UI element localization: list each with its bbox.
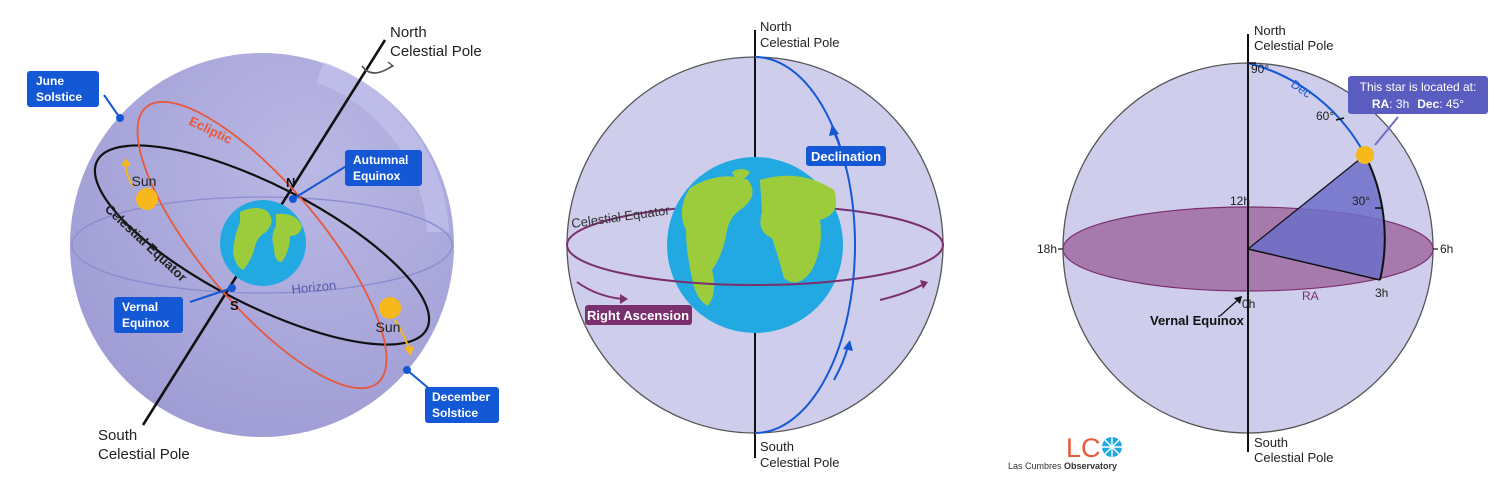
vernal-equinox-box: Vernal Equinox: [114, 297, 183, 333]
svg-text:June: June: [36, 74, 64, 88]
svg-text:Equinox: Equinox: [353, 169, 401, 183]
north-celestial-pole-label: North Celestial Pole: [760, 19, 840, 50]
panel-equatorial-coordinates: Celestial Equator Declination Right Asce…: [566, 19, 944, 470]
svg-text:Equinox: Equinox: [122, 316, 170, 330]
december-solstice-box: December Solstice: [425, 387, 499, 423]
north-celestial-pole-label: North Celestial Pole: [390, 24, 482, 60]
svg-text:Autumnal: Autumnal: [353, 153, 408, 167]
degree-60-label: 60°: [1316, 109, 1334, 123]
svg-text:Vernal: Vernal: [122, 300, 158, 314]
coordinate-wedge: [1248, 155, 1385, 280]
svg-text:Solstice: Solstice: [36, 90, 82, 104]
star-icon: [1356, 146, 1374, 164]
earth-large: [667, 157, 843, 333]
horizon-ellipse: [71, 196, 453, 294]
hour-0-label: 0h: [1242, 297, 1255, 311]
degree-30-label: 30°: [1352, 194, 1370, 208]
svg-text:Declination: Declination: [811, 149, 881, 164]
logo-mark: LC: [1066, 433, 1101, 463]
n-marker: N: [286, 175, 295, 190]
autumnal-equinox-box: Autumnal Equinox: [345, 150, 422, 186]
right-ascension-box: Right Ascension: [585, 305, 692, 325]
horizon-label: Horizon: [291, 277, 337, 297]
sun-label: Sun: [132, 173, 157, 189]
lco-logo: LC Las Cumbres Observatory: [1008, 433, 1122, 471]
sun-icon: [136, 188, 158, 210]
ecliptic-ellipse: [136, 100, 388, 390]
vernal-equinox-label: Vernal Equinox: [1150, 313, 1245, 328]
sun-icon: [379, 297, 401, 319]
june-solstice-box: June Solstice: [27, 71, 99, 107]
svg-text:Right Ascension: Right Ascension: [587, 308, 689, 323]
hour-12-label: 12h: [1230, 194, 1250, 208]
declination-box: Declination: [806, 146, 886, 166]
hour-18-label: 18h: [1037, 242, 1057, 256]
s-marker: S: [230, 298, 239, 313]
svg-text:Solstice: Solstice: [432, 406, 478, 420]
earth-small: [220, 200, 306, 286]
logo-name: Las Cumbres Observatory: [1008, 461, 1117, 471]
ra-label: RA: [1302, 289, 1319, 303]
celestial-equator-ellipse: [93, 144, 431, 346]
sun-label: Sun: [376, 319, 401, 335]
degree-90-label: 90°: [1251, 62, 1269, 76]
svg-text:This star is located at:: This star is located at:: [1360, 80, 1477, 94]
panel-ecliptic-diagram: Sun Sun Ecliptic Celestial Equator Horiz…: [27, 24, 499, 463]
hour-3-label: 3h: [1375, 286, 1388, 300]
declination-meridian: [754, 56, 856, 434]
north-celestial-pole-label: North Celestial Pole: [1254, 23, 1334, 53]
south-celestial-pole-label: South Celestial Pole: [1254, 435, 1334, 465]
hour-6-label: 6h: [1440, 242, 1453, 256]
dec-arc: [1247, 62, 1366, 156]
svg-text:December: December: [432, 390, 490, 404]
south-celestial-pole-label: South Celestial Pole: [98, 427, 190, 463]
south-celestial-pole-label: South Celestial Pole: [760, 439, 840, 470]
